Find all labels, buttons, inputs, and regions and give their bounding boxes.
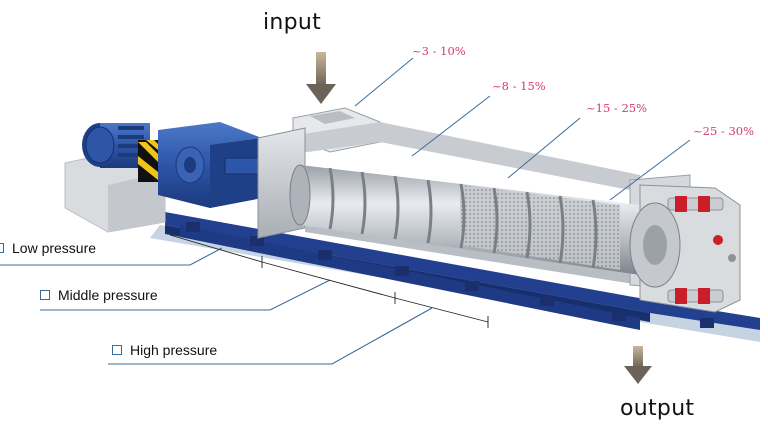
- pressure-zone-label: Low pressure: [12, 240, 97, 256]
- leader-line: [40, 279, 331, 311]
- pressure-zone-label: Middle pressure: [58, 287, 158, 303]
- output-label: output: [620, 396, 695, 421]
- base-frame: [165, 212, 760, 330]
- percentage-label: ~8 - 15%: [492, 79, 546, 93]
- outlet-end: [629, 184, 741, 313]
- gearbox: [158, 122, 262, 208]
- input-arrow: [306, 52, 336, 104]
- percentage-label: ~3 - 10%: [412, 44, 466, 58]
- pressure-zone-middle: Middle pressure: [40, 287, 158, 303]
- pressure-zone-low: Low pressure: [0, 240, 96, 256]
- leader-line: [354, 57, 414, 107]
- pressure-leaders: [0, 247, 433, 365]
- electric-motor: [82, 123, 150, 168]
- checkbox-square-icon: [40, 290, 50, 300]
- zone-dimension-lines: [169, 234, 489, 328]
- percentage-label: ~25 - 30%: [693, 124, 755, 138]
- pressure-zone-label: High pressure: [130, 342, 218, 358]
- checkbox-square-icon: [112, 345, 122, 355]
- leader-line: [411, 95, 491, 157]
- leader-line: [507, 117, 581, 179]
- output-arrow: [624, 346, 652, 384]
- input-label: input: [263, 10, 322, 35]
- coupling-guard: [138, 140, 158, 182]
- leader-line: [609, 139, 691, 201]
- percentage-leaders: [354, 57, 691, 201]
- screw-drum: [289, 164, 640, 275]
- percentage-label: ~15 - 25%: [586, 101, 648, 115]
- checkbox-square-icon: [0, 243, 4, 253]
- pressure-zone-high: High pressure: [112, 342, 217, 358]
- leader-line: [0, 247, 223, 266]
- leader-line: [108, 307, 433, 365]
